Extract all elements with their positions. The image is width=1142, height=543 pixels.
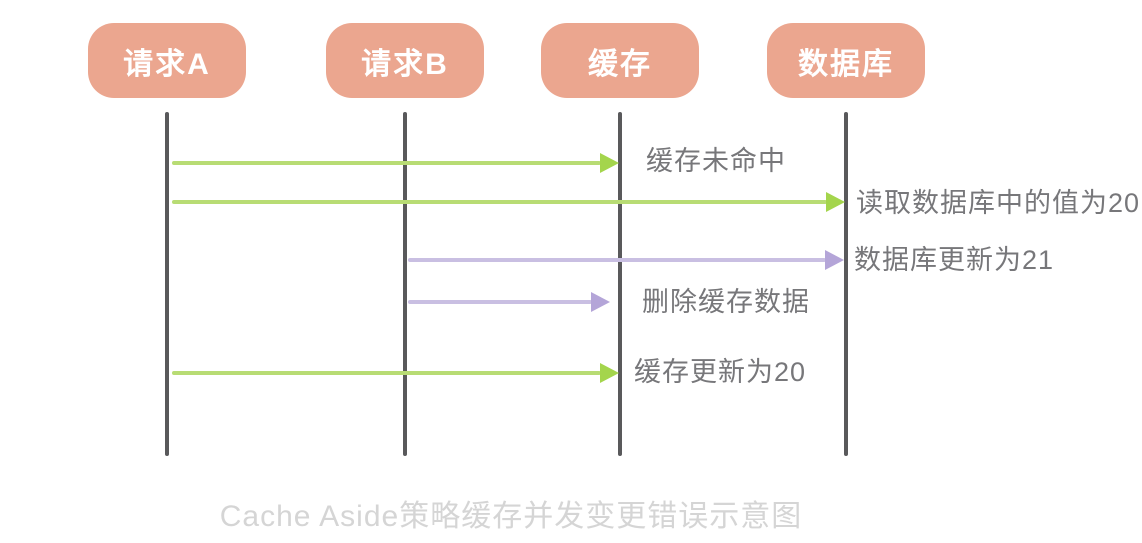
message-line-3 — [408, 258, 826, 262]
actor-request-b: 请求B — [326, 23, 484, 98]
arrowhead-icon — [600, 153, 619, 173]
lifeline-request-a — [165, 112, 169, 456]
message-label-5: 缓存更新为20 — [634, 357, 807, 387]
actor-request-a: 请求A — [88, 23, 246, 98]
message-label-2: 读取数据库中的值为20 — [856, 188, 1141, 218]
message-label-1: 缓存未命中 — [646, 146, 786, 176]
diagram-caption: Cache Aside策略缓存并发变更错误示意图 — [219, 500, 803, 533]
message-line-1 — [172, 161, 601, 165]
lifeline-request-b — [403, 112, 407, 456]
arrowhead-icon — [591, 292, 610, 312]
message-line-4 — [408, 300, 592, 304]
actor-cache: 缓存 — [541, 23, 699, 98]
arrowhead-icon — [826, 192, 845, 212]
lifeline-cache — [618, 112, 622, 456]
message-label-4: 删除缓存数据 — [642, 287, 810, 317]
actor-database: 数据库 — [767, 23, 925, 98]
arrowhead-icon — [825, 250, 844, 270]
message-label-3: 数据库更新为21 — [854, 245, 1055, 275]
arrowhead-icon — [600, 363, 619, 383]
lifeline-database — [844, 112, 848, 456]
message-line-5 — [172, 371, 601, 375]
message-line-2 — [172, 200, 827, 204]
